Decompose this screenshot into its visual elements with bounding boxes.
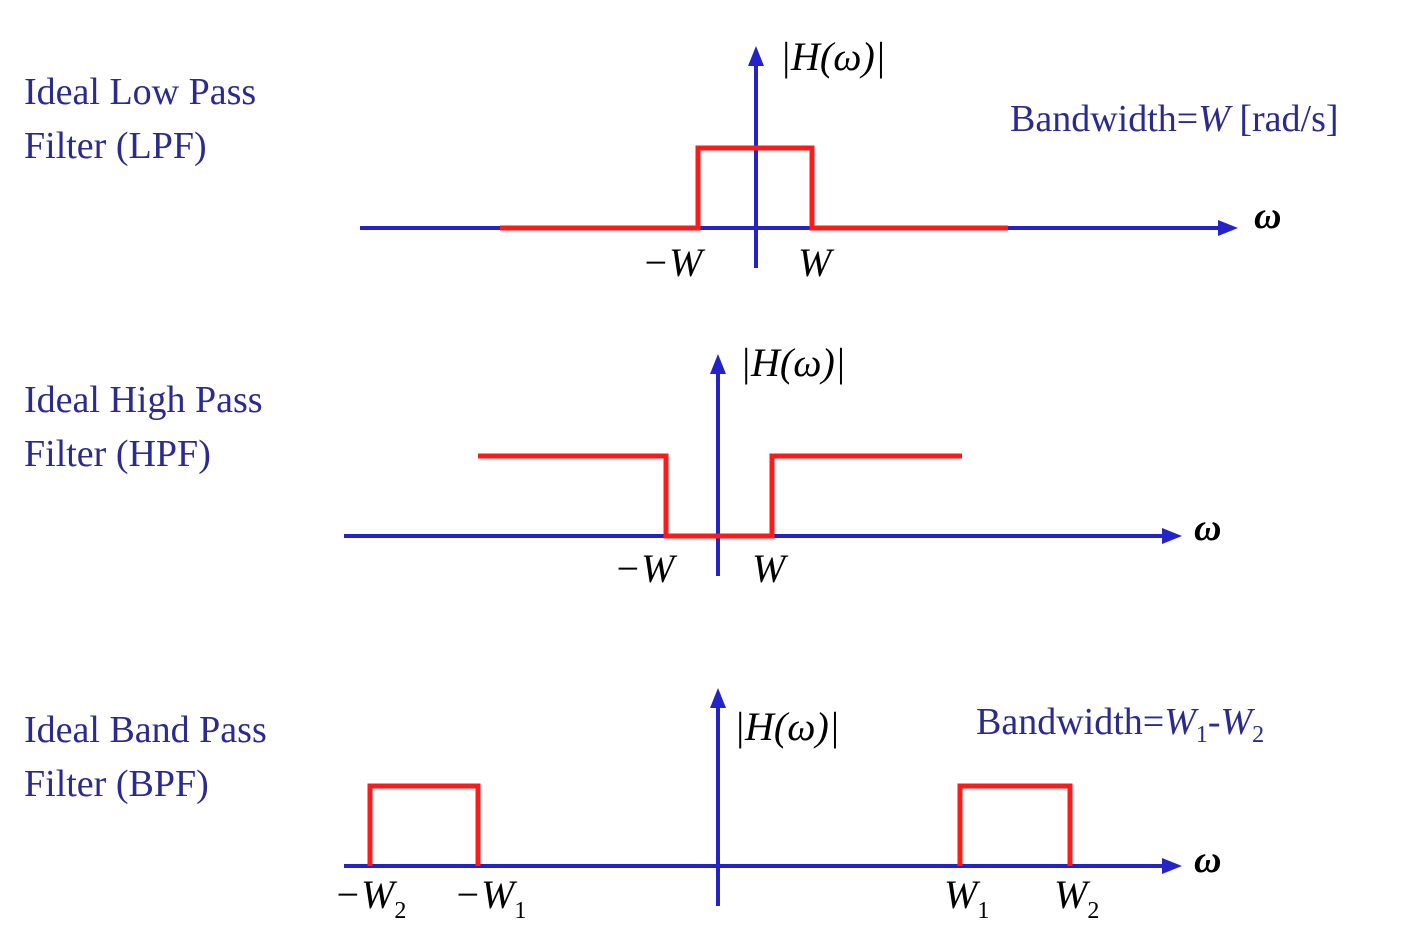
lpf-title-line2: Filter (LPF): [24, 125, 207, 167]
lpf-y-axis-arrow: [748, 46, 764, 66]
bpf-tick-neg-w1: −W1: [454, 872, 526, 924]
bpf-response-pos-band: [957, 783, 1073, 866]
bpf-bandwidth: Bandwidth=W1-W2: [976, 701, 1264, 748]
lpf-tick-neg-w: −W: [642, 240, 706, 285]
bpf-response-neg-band: [367, 783, 481, 866]
bpf-bandwidth-sub1: 1: [1196, 722, 1208, 748]
lpf-bandwidth-var: W: [1198, 98, 1233, 140]
bpf-tick-neg-w2: −W2: [334, 872, 406, 924]
hpf-x-label: ω: [1194, 507, 1221, 549]
lpf-response-curve: [500, 145, 1008, 231]
bpf-bandwidth-prefix: Bandwidth=: [976, 701, 1164, 743]
hpf-title-line2: Filter (HPF): [24, 433, 211, 475]
hpf-x-axis-arrow: [1162, 528, 1182, 544]
hpf-tick-w: W: [752, 546, 789, 591]
lpf-title-line1: Ideal Low Pass: [24, 71, 256, 113]
bpf-bandwidth-sub2: 2: [1252, 722, 1264, 748]
lpf-bandwidth-unit: [rad/s]: [1230, 98, 1339, 140]
bpf-bandwidth-var2: W: [1221, 701, 1256, 743]
bpf-bandwidth-var1: W: [1164, 701, 1199, 743]
bpf-x-axis-arrow: [1162, 858, 1182, 874]
lpf-y-label: |H(ω)|: [780, 34, 886, 79]
bpf-panel: Ideal Band Pass Filter (BPF) ω |H(ω)| −W…: [24, 688, 1264, 924]
lpf-panel: Ideal Low Pass Filter (LPF) ω |H(ω)| −W …: [24, 34, 1339, 285]
lpf-x-axis-arrow: [1218, 220, 1238, 236]
bpf-y-axis-arrow: [710, 688, 726, 708]
lpf-bandwidth-prefix: Bandwidth=: [1010, 98, 1198, 140]
bpf-y-label: |H(ω)|: [734, 704, 840, 749]
lpf-bandwidth: Bandwidth=W [rad/s]: [1010, 98, 1339, 140]
hpf-response-curve: [478, 453, 962, 539]
bpf-tick-w2: W2: [1054, 872, 1099, 924]
bpf-x-label: ω: [1194, 839, 1221, 881]
hpf-panel: Ideal High Pass Filter (HPF) ω |H(ω)| −W…: [24, 340, 1221, 591]
hpf-title-line1: Ideal High Pass: [24, 379, 263, 421]
bpf-title-line2: Filter (BPF): [24, 763, 209, 805]
lpf-x-label: ω: [1254, 195, 1281, 237]
bpf-title-line1: Ideal Band Pass: [24, 709, 267, 751]
hpf-y-axis-arrow: [710, 354, 726, 374]
hpf-tick-neg-w: −W: [614, 546, 678, 591]
lpf-tick-w: W: [798, 240, 835, 285]
hpf-y-label: |H(ω)|: [740, 340, 846, 385]
bpf-tick-w1: W1: [944, 872, 989, 924]
bpf-bandwidth-sep: -: [1208, 701, 1221, 743]
